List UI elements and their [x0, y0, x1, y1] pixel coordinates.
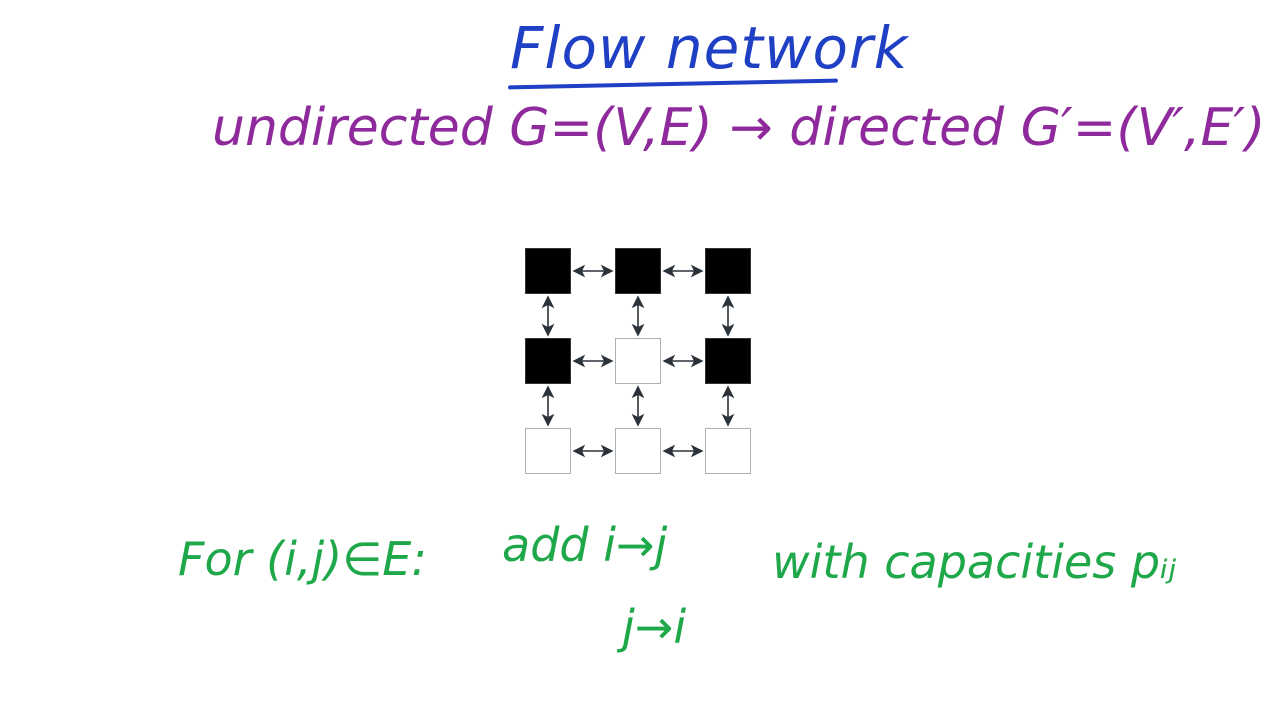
rule-capacities: with capacities pᵢⱼ — [772, 535, 1177, 589]
grid-node-white — [705, 428, 751, 474]
slide-title: Flow network — [510, 14, 909, 82]
grid-node-black — [615, 248, 661, 294]
grid-node-black — [705, 338, 751, 384]
rule-add-reverse: j→i — [622, 600, 687, 654]
grid-node-white — [525, 428, 571, 474]
rule-add-forward: add i→j — [502, 518, 668, 572]
grid-node-white — [615, 338, 661, 384]
grid-node-black — [525, 248, 571, 294]
graph-transformation-text: undirected G=(V,E) → directed G′=(V′,E′) — [212, 98, 1266, 158]
rule-prefix: For (i,j)∈E: — [178, 532, 427, 586]
grid-node-black — [525, 338, 571, 384]
grid-node-black — [705, 248, 751, 294]
grid-node-white — [615, 428, 661, 474]
